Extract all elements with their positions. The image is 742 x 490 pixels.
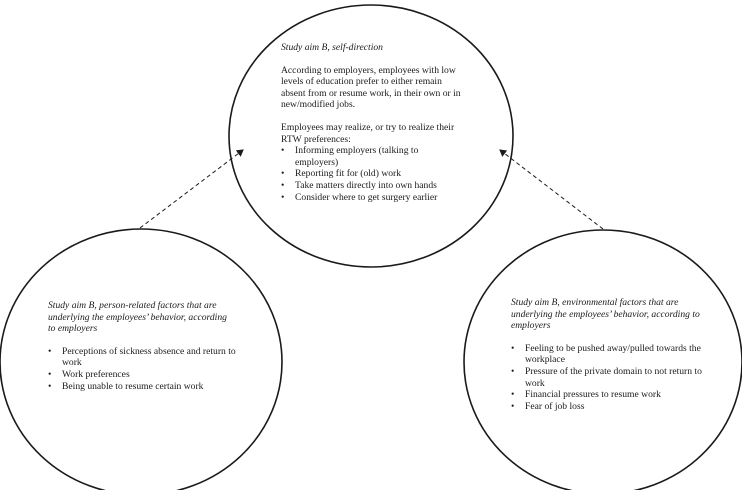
arrow-right-to-top bbox=[499, 149, 604, 230]
list-item: Reporting fit for (old) work bbox=[281, 168, 463, 180]
left-circle bbox=[0, 228, 283, 490]
top-circle bbox=[228, 4, 514, 268]
top-intro: Employees may realize, or try to realize… bbox=[281, 121, 455, 145]
top-list: Informing employers (talking to employer… bbox=[281, 145, 463, 203]
list-item: Take matters directly into own hands bbox=[281, 180, 463, 192]
list-item: Consider where to get surgery earlier bbox=[281, 192, 463, 204]
right-list: Feeling to be pushed away/pulled towards… bbox=[511, 343, 707, 413]
arrow-left-to-top bbox=[139, 149, 244, 229]
right-circle-text: Study aim B, environmental factors that … bbox=[511, 297, 707, 412]
top-heading: Study aim B, self-direction bbox=[281, 42, 383, 53]
left-heading: Study aim B, person-related factors that… bbox=[48, 300, 227, 335]
list-item: Fear of job loss bbox=[511, 401, 707, 413]
left-circle-text: Study aim B, person-related factors that… bbox=[48, 300, 236, 392]
list-item: Being unable to resume certain work bbox=[48, 381, 236, 393]
top-circle-text: Study aim B, self-direction According to… bbox=[281, 42, 463, 203]
list-item: Pressure of the private domain to not re… bbox=[511, 366, 707, 389]
list-item: Work preferences bbox=[48, 369, 236, 381]
list-item: Informing employers (talking to employer… bbox=[281, 145, 463, 168]
list-item: Financial pressures to resume work bbox=[511, 389, 707, 401]
right-heading: Study aim B, environmental factors that … bbox=[511, 297, 700, 332]
right-circle bbox=[463, 229, 742, 490]
top-paragraph: According to employers, employees with l… bbox=[281, 64, 461, 111]
list-item: Feeling to be pushed away/pulled towards… bbox=[511, 343, 707, 366]
list-item: Perceptions of sickness absence and retu… bbox=[48, 346, 236, 369]
left-list: Perceptions of sickness absence and retu… bbox=[48, 346, 236, 392]
